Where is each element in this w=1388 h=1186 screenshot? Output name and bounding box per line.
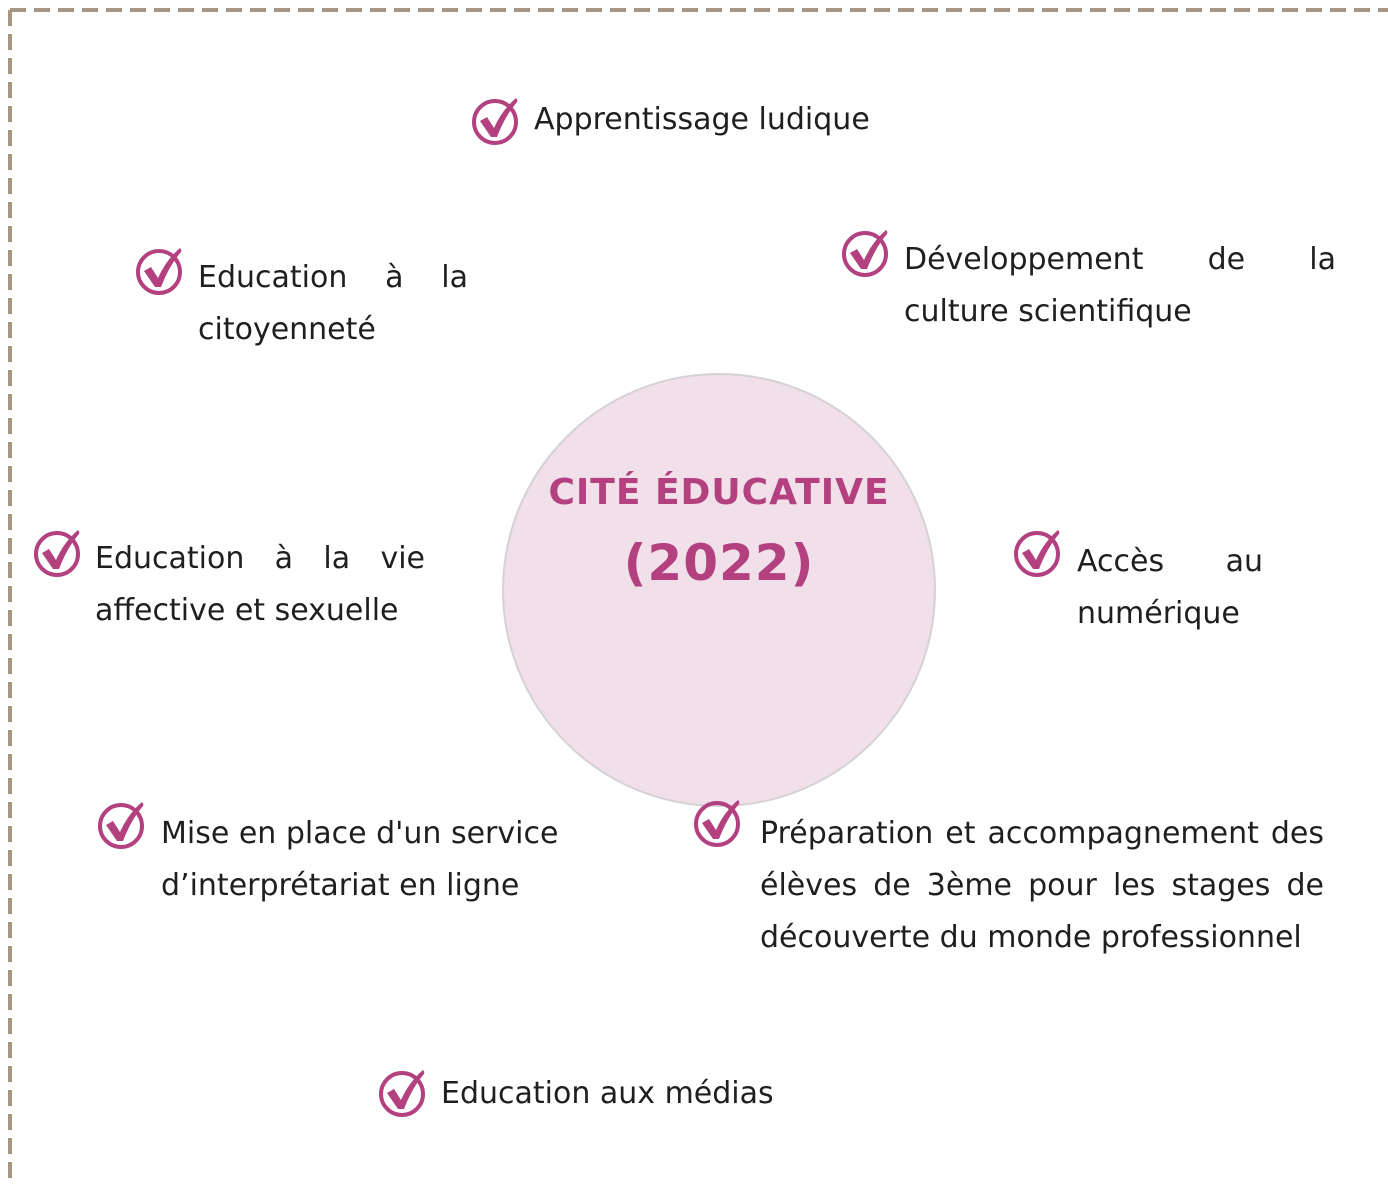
check-circle-icon	[134, 244, 186, 296]
check-circle-icon	[32, 526, 84, 578]
item-label: Education à la citoyenneté	[198, 260, 468, 347]
item-label: Mise en place d'un service d’interprétar…	[161, 816, 559, 903]
item-label: Education à la vie affective et sexuelle	[95, 541, 425, 628]
center-circle	[502, 373, 936, 807]
item-label: Education aux médias	[441, 1076, 774, 1111]
check-circle-icon	[1012, 526, 1064, 578]
check-circle-icon	[377, 1066, 429, 1118]
center-title: CITÉ ÉDUCATIVE	[548, 472, 890, 513]
check-circle-icon	[96, 798, 148, 850]
check-circle-icon	[840, 226, 892, 278]
center-year: (2022)	[623, 534, 815, 592]
item-label: Apprentissage ludique	[534, 102, 870, 137]
item-label: Accès au numérique	[1077, 544, 1263, 631]
check-circle-icon	[692, 796, 744, 848]
item-label: Développement de la culture scientifique	[904, 242, 1336, 329]
check-circle-icon	[470, 94, 522, 146]
item-label: Préparation et accompagnement des élèves…	[760, 816, 1324, 955]
